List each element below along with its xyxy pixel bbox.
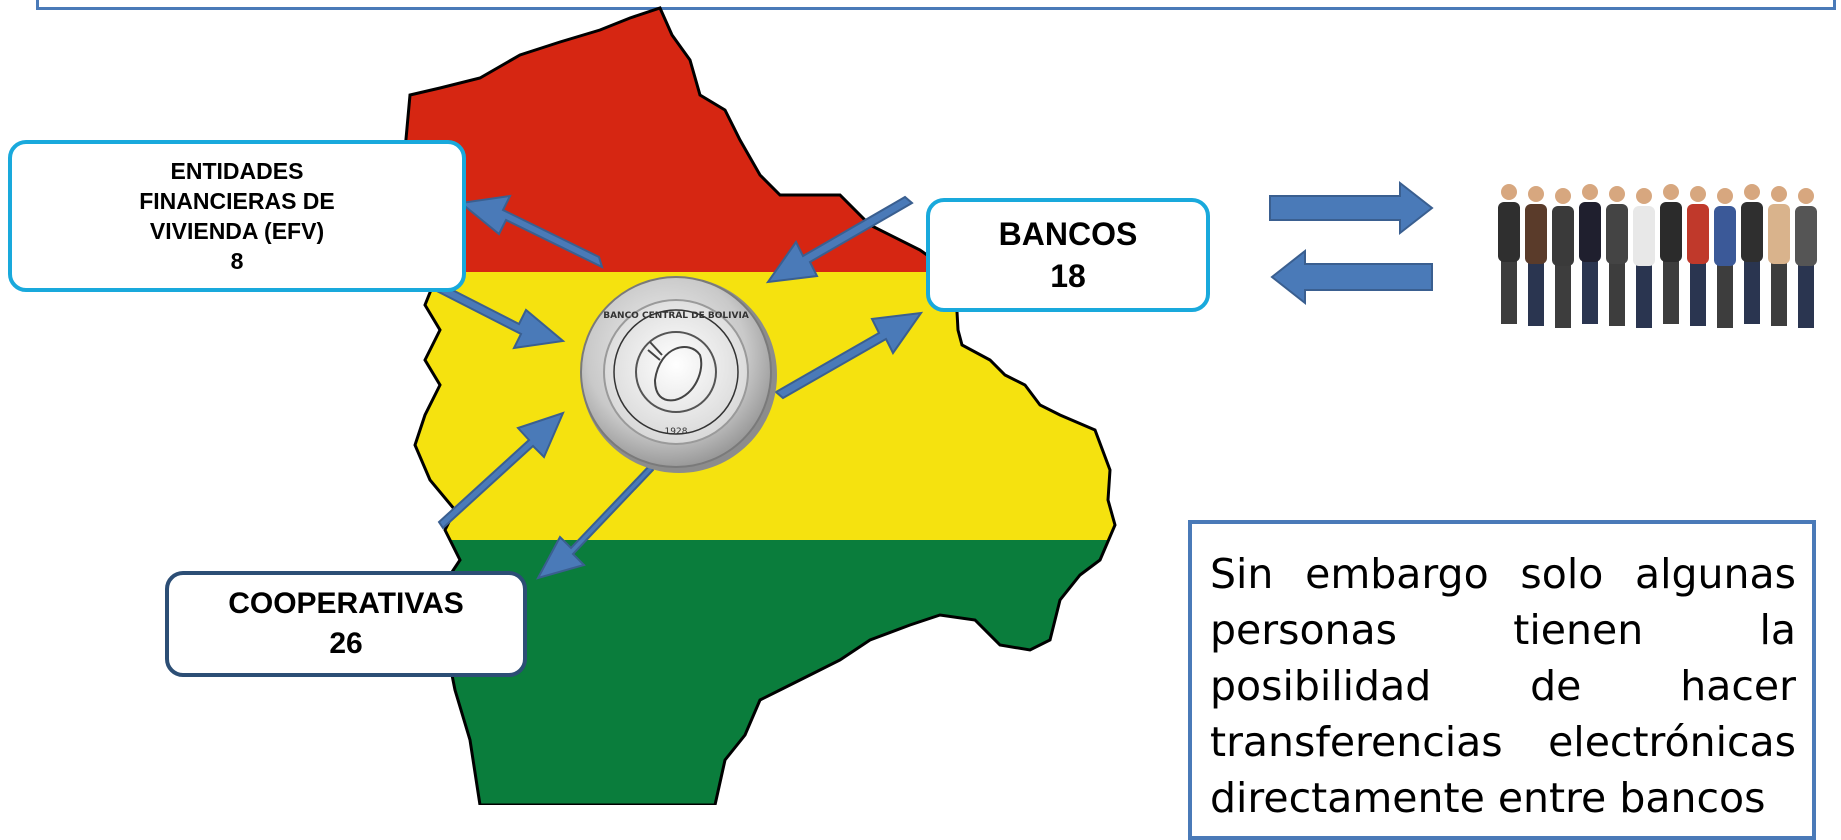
- person-figure: [1714, 188, 1736, 328]
- note-text: Sin embargo solo algunas personas tienen…: [1210, 550, 1796, 822]
- bolivia-flag-map: BANCO CENTRAL DE BOLIVIA 1928: [403, 6, 1434, 805]
- node-efv: ENTIDADES FINANCIERAS DE VIVIENDA (EFV) …: [8, 140, 466, 292]
- bancos-label: BANCOS: [998, 216, 1138, 252]
- bancos-count: 18: [1050, 258, 1086, 294]
- note-box: Sin embargo solo algunas personas tienen…: [1188, 520, 1816, 840]
- node-bancos: BANCOS 18: [926, 198, 1210, 312]
- arrow-to-bancos: [774, 311, 924, 400]
- person-figure: [1552, 188, 1574, 328]
- svg-text:BANCO CENTRAL DE BOLIVIA: BANCO CENTRAL DE BOLIVIA: [603, 311, 749, 321]
- person-figure: [1741, 184, 1763, 324]
- arrow-to-efv: [458, 194, 604, 269]
- cooperativas-count: 26: [329, 627, 363, 660]
- arrow-to-cooperativas: [536, 462, 655, 580]
- efv-line-2: FINANCIERAS DE: [139, 188, 335, 214]
- node-cooperativas: COOPERATIVAS 26: [165, 571, 527, 677]
- person-figure: [1768, 186, 1790, 326]
- top-frame: [36, 0, 1836, 10]
- people-group-icon: [1498, 184, 1817, 328]
- person-figure: [1660, 184, 1682, 324]
- efv-count: 8: [230, 248, 244, 274]
- person-figure: [1687, 186, 1709, 326]
- cooperativas-label: COOPERATIVAS: [228, 587, 464, 620]
- exchange-arrow-left: [1270, 248, 1433, 306]
- arrow-from-efv: [419, 272, 566, 350]
- person-figure: [1579, 184, 1601, 324]
- person-figure: [1633, 188, 1655, 328]
- efv-line-1: ENTIDADES: [170, 158, 304, 184]
- svg-text:1928: 1928: [665, 427, 688, 437]
- exchange-arrow-right: [1269, 180, 1434, 236]
- person-figure: [1498, 184, 1520, 324]
- person-figure: [1795, 188, 1817, 328]
- efv-line-3: VIVIENDA (EFV): [149, 218, 325, 244]
- arrow-from-bancos: [765, 195, 914, 284]
- arrow-from-cooperativas: [437, 411, 565, 530]
- bank-seal-icon: BANCO CENTRAL DE BOLIVIA 1928: [580, 276, 777, 473]
- person-figure: [1606, 186, 1628, 326]
- person-figure: [1525, 186, 1547, 326]
